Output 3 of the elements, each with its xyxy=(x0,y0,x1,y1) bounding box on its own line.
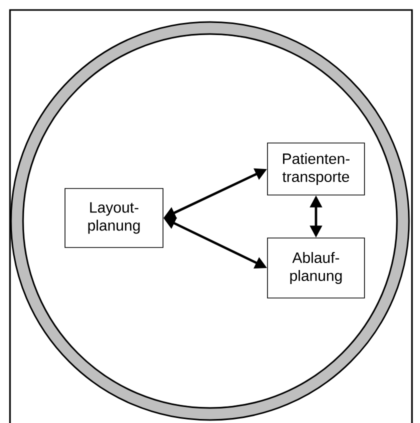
process-box: Ablauf- planung xyxy=(267,238,365,298)
process-box: Layout- planung xyxy=(64,188,164,248)
process-box: Patienten- transporte xyxy=(267,142,365,196)
